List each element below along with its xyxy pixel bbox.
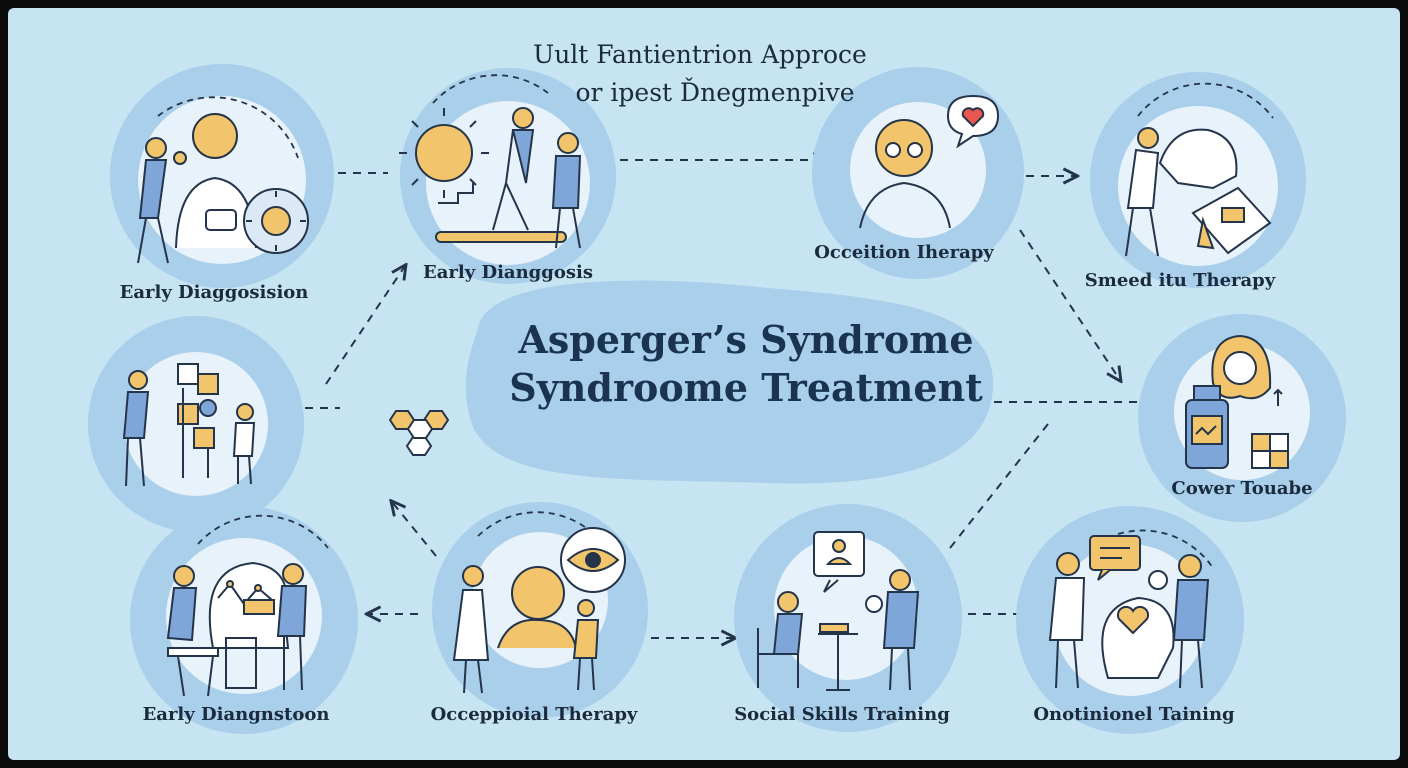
node-cower-touabe: [1138, 314, 1346, 522]
head-network-consult-icon: [166, 561, 308, 697]
eye-face-therapy-icon: [452, 527, 626, 694]
node-onotinionel-training: [1016, 506, 1244, 734]
node-label-n2: Early Dianggosis: [423, 262, 593, 283]
node-label-n9: Social Skills Training: [734, 704, 950, 725]
center-blob: [465, 280, 993, 484]
node-label-n4: Smeed itu Therapy: [1084, 270, 1276, 291]
node-puzzle-climb: [88, 316, 304, 532]
node-social-skills-training: [734, 504, 962, 732]
hexagon-cluster-icon: [388, 410, 450, 456]
chat-table-icon: [757, 531, 920, 691]
connector: [392, 502, 437, 557]
face-heart-bubble-icon: [859, 94, 1000, 229]
center-title: Asperger’s Syndrome Syndroome Treatment: [509, 316, 983, 412]
node-label-n7: Early Diangnstoon: [142, 704, 330, 725]
diagram-canvas: [88, 64, 1346, 734]
connector: [1019, 229, 1120, 380]
node-label-n6: Cower Touabe: [1171, 478, 1313, 499]
node-smeed-therapy: [1090, 72, 1306, 288]
node-early-diagnostion: [130, 506, 358, 734]
center-title-line-1: Asperger’s Syndrome: [518, 317, 974, 362]
header-line-2: or ipest Ďnegmenpive: [575, 78, 855, 107]
diagram-panel: Uult Fantientrion Approce or ipest Ďnegm…: [8, 8, 1400, 760]
node-early-diagnosis-1: [110, 64, 334, 288]
header-line-1: Uult Fantientrion Approce: [533, 40, 867, 69]
node-label-n3: Occeition Iherapy: [814, 242, 994, 263]
doctor-patient-gear-icon: [137, 113, 309, 264]
node-occupational-therapy: [432, 502, 648, 718]
connector: [949, 423, 1049, 549]
heart-head-chat-icon: [1048, 535, 1210, 689]
node-label-n10: Onotinionel Taining: [1033, 704, 1235, 725]
puzzle-device-icon: [1125, 127, 1272, 257]
node-occupation-therapy: [812, 67, 1024, 279]
node-label-n8: Occeppioial Therapy: [430, 704, 638, 725]
woman-bottle-chart-icon: [1185, 334, 1289, 469]
gear-walking-support-icon: [399, 107, 582, 249]
connector: [325, 266, 405, 385]
center-title-line-2: Syndroome Treatment: [509, 365, 983, 410]
node-early-diagnosis-2: [399, 68, 616, 284]
puzzle-climb-icon: [122, 363, 256, 487]
node-label-n1: Early Diaggosision: [119, 282, 309, 303]
